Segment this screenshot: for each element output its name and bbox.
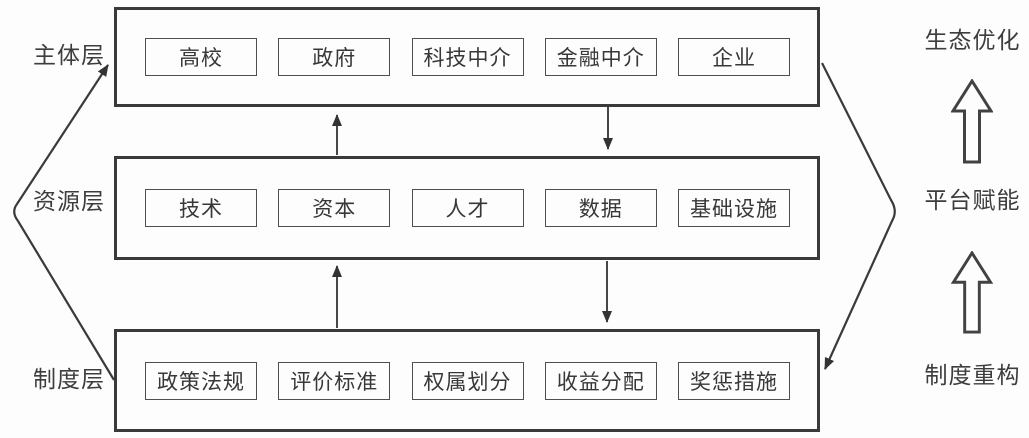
institution-layer-box: 政策法规 评价标准 权属划分 收益分配 奖惩措施 [114, 329, 820, 432]
diagram-node: 政府 [278, 38, 391, 76]
diagram-node: 高校 [145, 38, 257, 76]
diagram-node: 基础设施 [678, 189, 790, 227]
diagram-node: 评价标准 [278, 361, 391, 400]
diagram-node: 权属划分 [411, 361, 524, 400]
diagram-node: 人才 [411, 189, 524, 227]
layer-label-resource: 资源层 [33, 188, 105, 214]
diagram-node: 数据 [544, 189, 657, 227]
diagram-node: 收益分配 [544, 361, 657, 400]
diagram-node: 政策法规 [145, 361, 257, 400]
right-label-platform-empowerment: 平台赋能 [924, 187, 1021, 213]
right-label-institution-restructure: 制度重构 [924, 362, 1021, 388]
subject-layer-box: 高校 政府 科技中介 金融中介 企业 [114, 7, 820, 107]
right-label-eco-optimization: 生态优化 [924, 27, 1021, 53]
block-up-arrow-icon [951, 79, 993, 164]
diagram-node: 奖惩措施 [678, 361, 790, 400]
left-bracket-arrow [13, 64, 115, 381]
diagram-node: 科技中介 [411, 38, 524, 76]
right-bracket-arrow [821, 62, 896, 370]
layer-label-institution: 制度层 [33, 366, 105, 392]
resource-layer-box: 技术 资本 人才 数据 基础设施 [114, 156, 820, 260]
diagram-node: 技术 [145, 189, 257, 227]
diagram-node: 金融中介 [544, 38, 657, 76]
diagram-node: 资本 [278, 189, 391, 227]
block-up-arrow-icon [951, 251, 993, 334]
layer-label-subject: 主体层 [33, 42, 105, 68]
diagram-node: 企业 [678, 38, 790, 76]
